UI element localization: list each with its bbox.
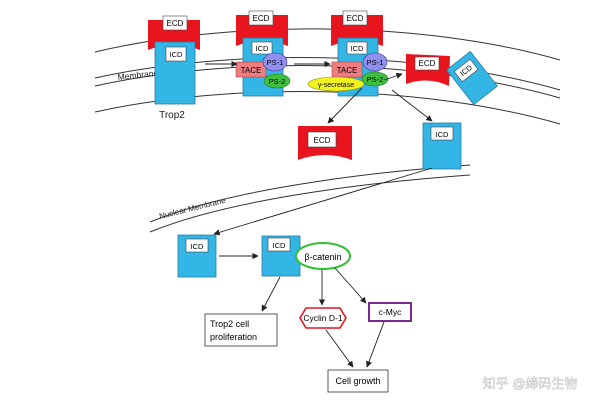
- cyclin-d1-node: Cyclin D-1: [299, 307, 347, 329]
- svg-text:ICD: ICD: [273, 241, 287, 250]
- ecd-label: ECD: [167, 19, 184, 28]
- beta-catenin-node: β-catenin: [295, 242, 351, 270]
- nuclear-icd-2: ICD: [261, 235, 301, 277]
- free-icd: ICD: [422, 122, 462, 170]
- released-ecd-membrane: ECD: [406, 54, 450, 86]
- ps2-protein: [263, 73, 291, 89]
- svg-text:ICD: ICD: [191, 242, 205, 251]
- ps1-protein: [262, 52, 288, 72]
- ps2-label: PS-2: [367, 75, 384, 84]
- beta-catenin-label: β-catenin: [304, 252, 341, 262]
- ecd-label: ECD: [253, 14, 270, 23]
- gamma-secretase-label: γ-secretase: [318, 82, 354, 89]
- cyclin-d1-label: Cyclin D-1: [303, 313, 342, 323]
- ps1-label: PS-1: [367, 58, 384, 67]
- ps1-protein: [362, 52, 388, 72]
- cmyc-node: c-Myc: [368, 302, 412, 322]
- membrane-label: Membrane: [117, 68, 159, 82]
- svg-text:ECD: ECD: [314, 136, 331, 145]
- icd-label: ICD: [256, 44, 270, 53]
- trop2-receptor: ECD ICD: [148, 15, 200, 105]
- gamma-secretase-enzyme: [307, 76, 365, 92]
- tace-cleavage-complex: ECD ICD TACE PS-1 PS-2: [235, 10, 291, 97]
- cmyc-label: c-Myc: [379, 307, 402, 317]
- svg-text:ECD: ECD: [419, 59, 436, 68]
- cell-growth-label: Cell growth: [335, 376, 380, 386]
- trop2-label: Trop2: [159, 110, 185, 121]
- icd-label: ICD: [170, 50, 184, 59]
- cell-growth-box: Cell growth: [327, 369, 389, 393]
- free-ecd: ECD: [298, 126, 352, 160]
- svg-text:proliferation: proliferation: [210, 332, 257, 342]
- gamma-secretase-complex: ECD ICD TACE PS-1 PS-2 γ-secretase: [307, 10, 389, 97]
- released-icd-membrane: ICD: [446, 50, 498, 106]
- svg-text:Trop2 cell: Trop2 cell: [210, 319, 249, 329]
- tace-label: TACE: [241, 66, 262, 75]
- icd-label: ICD: [351, 44, 365, 53]
- watermark-text: 知乎 @缔码生物: [483, 376, 578, 391]
- tace-label: TACE: [337, 66, 358, 75]
- nuclear-icd-1: ICD: [177, 234, 217, 278]
- trop2-proliferation-box: Trop2 cell proliferation: [204, 313, 278, 347]
- ecd-label: ECD: [347, 14, 364, 23]
- ps2-label: PS-2: [269, 77, 286, 86]
- nuclear-membrane: [149, 164, 471, 233]
- tace-enzyme: [331, 61, 363, 78]
- ps1-label: PS-1: [267, 58, 284, 67]
- tace-enzyme: [235, 61, 267, 78]
- svg-text:ICD: ICD: [436, 130, 450, 139]
- pathway-arrows: [205, 60, 433, 368]
